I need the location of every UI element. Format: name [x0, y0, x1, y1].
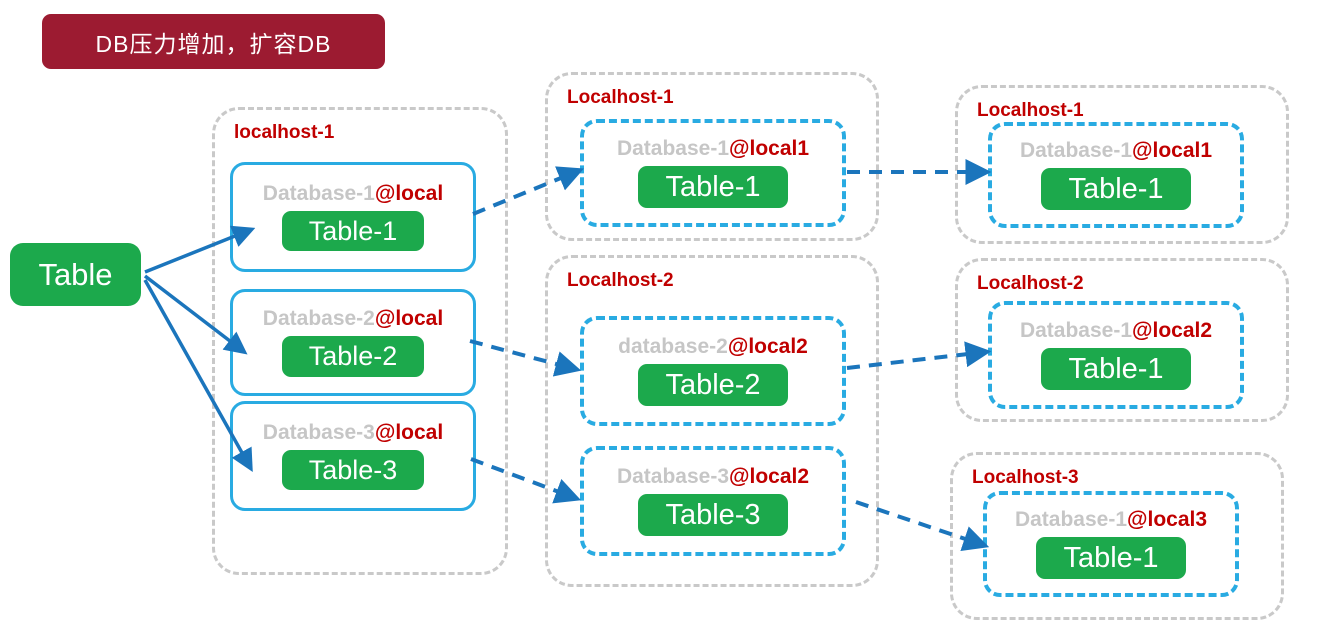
- database-host-suffix: @local: [374, 420, 444, 444]
- database-name: database-2: [618, 334, 728, 358]
- stage3-host1-table-chip: Table-1: [1041, 167, 1191, 211]
- database-name: Database-1: [1019, 138, 1133, 162]
- database-host-suffix: @local2: [729, 464, 810, 488]
- stage2-host2-container: Localhost-2 database-2@local2 Table-2 Da…: [545, 255, 879, 587]
- database-host-suffix: @local2: [727, 334, 808, 358]
- database-name: Database-1: [262, 181, 375, 205]
- stage3-host2-database-title: Database-1@local2: [1020, 320, 1212, 341]
- stage1-host-label: localhost-1: [234, 122, 335, 143]
- source-table-box: Table: [10, 243, 141, 306]
- stage3-host1-database-title: Database-1@local1: [1020, 140, 1212, 161]
- stage2-host1-database-box: Database-1@local1 Table-1: [580, 119, 846, 227]
- stage2-host2-database-b-title: Database-3@local2: [617, 466, 809, 487]
- stage3-host1-container: Localhost-1 Database-1@local1 Table-1: [955, 85, 1289, 244]
- stage1-host-container: localhost-1 Database-1@local Table-1 Dat…: [212, 107, 508, 575]
- stage3-host1-label: Localhost-1: [977, 100, 1084, 121]
- stage2-host2-database-b-box: Database-3@local2 Table-3: [580, 446, 846, 556]
- stage3-host2-table-chip: Table-1: [1041, 347, 1191, 391]
- stage2-host2-table-a-chip: Table-2: [638, 363, 788, 407]
- database-name: Database-3: [616, 464, 730, 488]
- stage1-database-2-title: Database-2@local: [263, 308, 443, 329]
- stage2-host1-label: Localhost-1: [567, 87, 674, 108]
- stage2-host1-database-title: Database-1@local1: [617, 138, 809, 159]
- stage3-host3-database-box: Database-1@local3 Table-1: [983, 491, 1239, 597]
- database-name: Database-2: [262, 307, 375, 331]
- stage2-host1-table-chip: Table-1: [638, 165, 788, 209]
- title-banner: DB压力增加，扩容DB: [42, 14, 385, 69]
- stage3-host3-table-chip: Table-1: [1036, 536, 1186, 580]
- stage1-table-1-chip: Table-1: [281, 210, 425, 252]
- stage3-host2-database-box: Database-1@local2 Table-1: [988, 301, 1244, 409]
- stage3-host3-label: Localhost-3: [972, 467, 1079, 488]
- database-host-suffix: @local2: [1132, 318, 1213, 342]
- database-host-suffix: @local1: [1132, 138, 1213, 162]
- database-name: Database-1: [1014, 507, 1128, 531]
- stage1-database-1-title: Database-1@local: [263, 183, 443, 204]
- database-host-suffix: @local1: [729, 136, 810, 160]
- database-name: Database-1: [1019, 318, 1133, 342]
- stage3-host3-container: Localhost-3 Database-1@local3 Table-1: [950, 452, 1284, 620]
- stage1-database-1-box: Database-1@local Table-1: [230, 162, 476, 272]
- stage1-database-3-title: Database-3@local: [263, 422, 443, 443]
- stage1-table-2-chip: Table-2: [281, 336, 425, 377]
- database-name: Database-3: [262, 420, 375, 444]
- stage2-host2-table-b-chip: Table-3: [638, 493, 788, 537]
- stage2-host2-label: Localhost-2: [567, 270, 674, 291]
- database-name: Database-1: [616, 136, 730, 160]
- stage2-host1-container: Localhost-1 Database-1@local1 Table-1: [545, 72, 879, 241]
- database-host-suffix: @local3: [1127, 507, 1208, 531]
- stage2-host2-database-a-box: database-2@local2 Table-2: [580, 316, 846, 426]
- stage3-host3-database-title: Database-1@local3: [1015, 509, 1207, 530]
- stage3-host2-label: Localhost-2: [977, 273, 1084, 294]
- database-host-suffix: @local: [374, 307, 444, 331]
- stage3-host2-container: Localhost-2 Database-1@local2 Table-1: [955, 258, 1289, 422]
- stage2-host2-database-a-title: database-2@local2: [618, 336, 808, 357]
- database-host-suffix: @local: [374, 181, 444, 205]
- stage3-host1-database-box: Database-1@local1 Table-1: [988, 122, 1244, 228]
- stage1-database-3-box: Database-3@local Table-3: [230, 401, 476, 511]
- stage1-table-3-chip: Table-3: [281, 449, 425, 491]
- stage1-database-2-box: Database-2@local Table-2: [230, 289, 476, 396]
